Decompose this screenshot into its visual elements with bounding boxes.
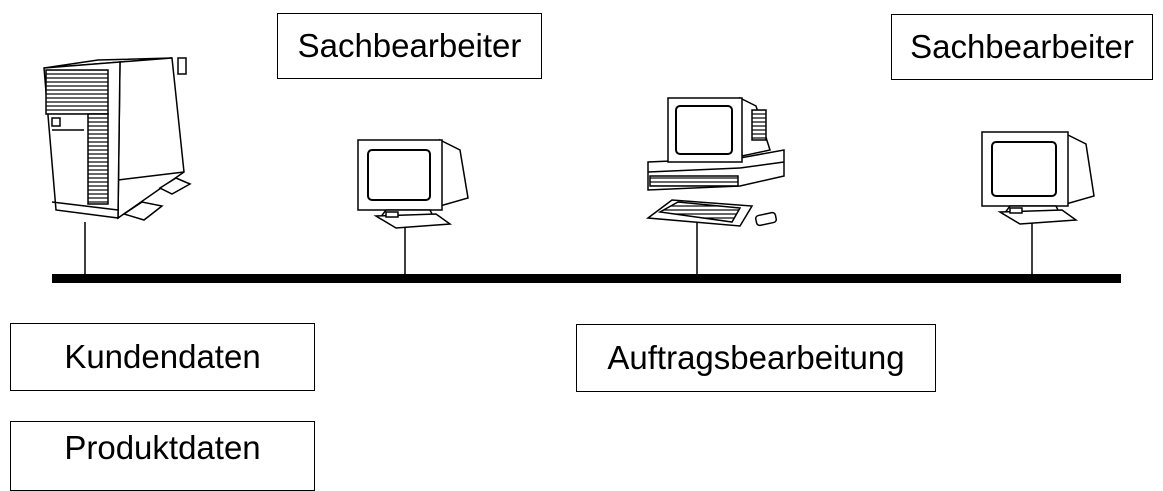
drop-lines bbox=[84, 218, 1033, 274]
terminal-monitor-icon bbox=[981, 131, 1095, 225]
terminal-monitor-icon bbox=[357, 138, 469, 229]
server-tower-icon bbox=[43, 57, 192, 221]
workstation-pc-icon bbox=[645, 96, 785, 227]
produktdaten-label: Produktdaten bbox=[10, 421, 315, 491]
network-bus-line bbox=[52, 274, 1121, 283]
kundendaten-label: Kundendaten bbox=[10, 323, 315, 391]
sachbearbeiter-label-2: Sachbearbeiter bbox=[891, 14, 1153, 80]
sachbearbeiter-label-1: Sachbearbeiter bbox=[277, 13, 542, 79]
auftragsbearbeitung-label: Auftragsbearbeitung bbox=[576, 324, 936, 392]
